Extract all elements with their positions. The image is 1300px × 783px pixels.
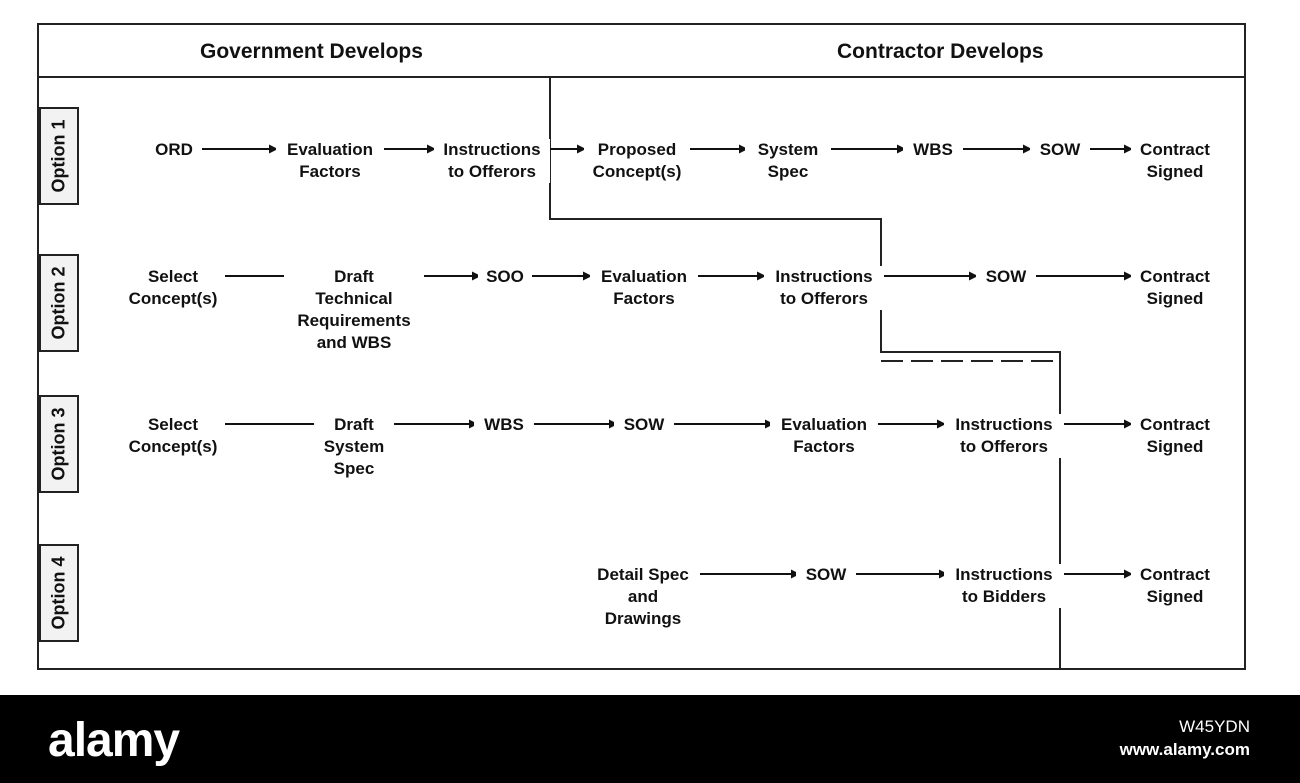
node-soo: SOO bbox=[478, 266, 532, 288]
node-instructions-to-offerors-1: Instructions to Offerors bbox=[434, 139, 550, 183]
node-sow-4: SOW bbox=[796, 564, 856, 586]
node-select-concepts-3: Select Concept(s) bbox=[121, 414, 225, 458]
diagram-frame bbox=[37, 23, 1246, 670]
watermark-footer: alamy W45YDN www.alamy.com bbox=[0, 695, 1300, 783]
option-3-label: Option 3 bbox=[39, 395, 79, 493]
government-header: Government Develops bbox=[200, 40, 423, 63]
node-contract-signed-3: Contract Signed bbox=[1131, 414, 1219, 458]
node-wbs-1: WBS bbox=[903, 139, 963, 161]
node-detail-spec-drawings: Detail Spec and Drawings bbox=[586, 564, 700, 630]
node-contract-signed-1: Contract Signed bbox=[1131, 139, 1219, 183]
node-instructions-to-offerors-2: Instructions to Offerors bbox=[764, 266, 884, 310]
option-4-label: Option 4 bbox=[39, 544, 79, 642]
node-draft-system-spec: Draft System Spec bbox=[314, 414, 394, 480]
option-1-text: Option 1 bbox=[48, 119, 69, 193]
node-instructions-to-bidders: Instructions to Bidders bbox=[944, 564, 1064, 608]
option-3-text: Option 3 bbox=[48, 407, 69, 481]
node-evaluation-factors-2: Evaluation Factors bbox=[590, 266, 698, 310]
site-url: www.alamy.com bbox=[1119, 740, 1250, 759]
node-system-spec-1: System Spec bbox=[745, 139, 831, 183]
alamy-logo: alamy bbox=[48, 714, 180, 767]
image-id: W45YDN bbox=[1179, 717, 1250, 736]
option-1-label: Option 1 bbox=[39, 107, 79, 205]
node-proposed-concepts: Proposed Concept(s) bbox=[584, 139, 690, 183]
node-wbs-3: WBS bbox=[474, 414, 534, 436]
node-draft-technical-requirements: Draft Technical Requirements and WBS bbox=[284, 266, 424, 354]
node-sow-3: SOW bbox=[614, 414, 674, 436]
node-select-concepts-2: Select Concept(s) bbox=[121, 266, 225, 310]
node-contract-signed-2: Contract Signed bbox=[1131, 266, 1219, 310]
node-sow-1: SOW bbox=[1030, 139, 1090, 161]
node-contract-signed-4: Contract Signed bbox=[1131, 564, 1219, 608]
option-2-label: Option 2 bbox=[39, 254, 79, 352]
node-sow-2: SOW bbox=[976, 266, 1036, 288]
node-instructions-to-offerors-3: Instructions to Offerors bbox=[944, 414, 1064, 458]
option-2-text: Option 2 bbox=[48, 266, 69, 340]
node-ord: ORD bbox=[146, 139, 202, 161]
option-4-text: Option 4 bbox=[48, 556, 69, 630]
contractor-header: Contractor Develops bbox=[837, 40, 1044, 63]
node-evaluation-factors-1: Evaluation Factors bbox=[276, 139, 384, 183]
node-evaluation-factors-3: Evaluation Factors bbox=[770, 414, 878, 458]
